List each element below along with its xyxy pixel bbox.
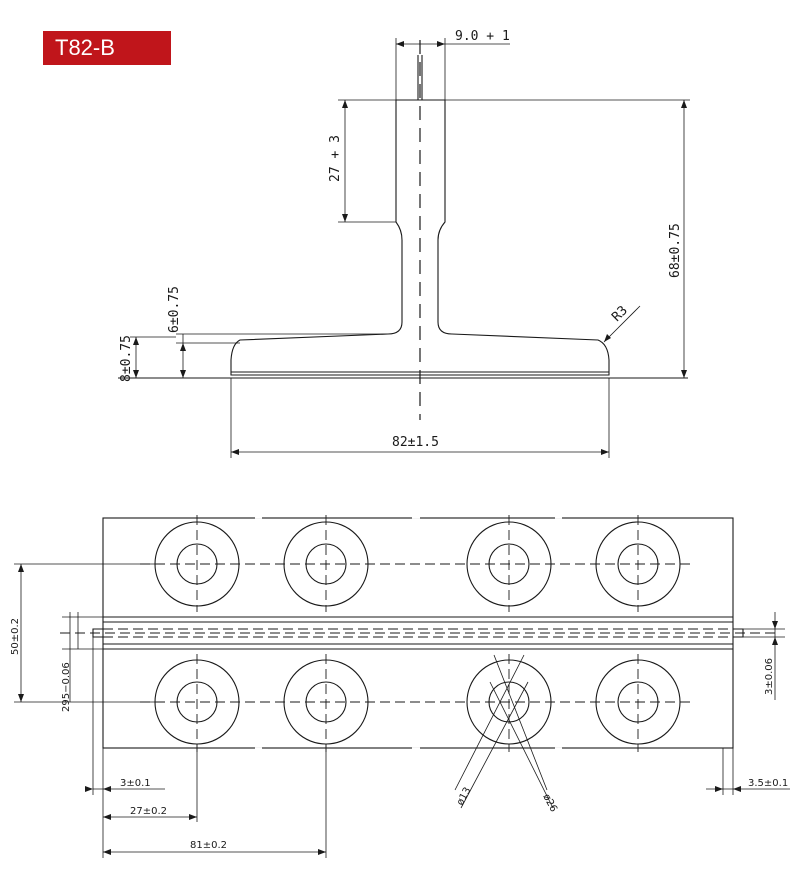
dim-neck-height: 27 + 3 xyxy=(328,135,343,182)
dim-slot-width: 3±0.06 xyxy=(764,658,775,695)
dim-flange-thickness: 6±0.75 xyxy=(167,286,182,333)
dim-base-thickness: 8±0.75 xyxy=(119,335,134,382)
dim-hole-outer: ø26 xyxy=(540,792,559,814)
dim-end-gap-left: 3±0.1 xyxy=(120,778,151,789)
dim-hole-x2: 81±0.2 xyxy=(190,840,227,851)
dim-row-pitch: 50±0.2 xyxy=(10,618,21,655)
dim-radius: R3 xyxy=(609,303,631,325)
hole-row-top xyxy=(140,515,690,612)
dim-end-gap-right: 3.5±0.1 xyxy=(748,778,788,789)
model-badge: T82-B xyxy=(43,31,171,65)
dim-slot-offset: 295−0.06 xyxy=(61,662,72,712)
plan-view: ø13 ø26 50±0.2 295−0.06 3±0.06 3±0.1 xyxy=(10,515,790,858)
dim-top-width: 9.0 + 1 xyxy=(455,29,510,44)
dim-total-height: 68±0.75 xyxy=(668,223,683,278)
dim-base-width: 82±1.5 xyxy=(392,435,439,450)
hole-row-bottom xyxy=(140,654,690,752)
profile-outline xyxy=(230,99,610,376)
dim-hole-inner: ø13 xyxy=(455,786,474,808)
t-profile-view: 9.0 + 1 27 + 3 68±0.75 6±0.75 8±0.75 R3 xyxy=(118,29,690,458)
dim-hole-x1: 27±0.2 xyxy=(130,806,167,817)
